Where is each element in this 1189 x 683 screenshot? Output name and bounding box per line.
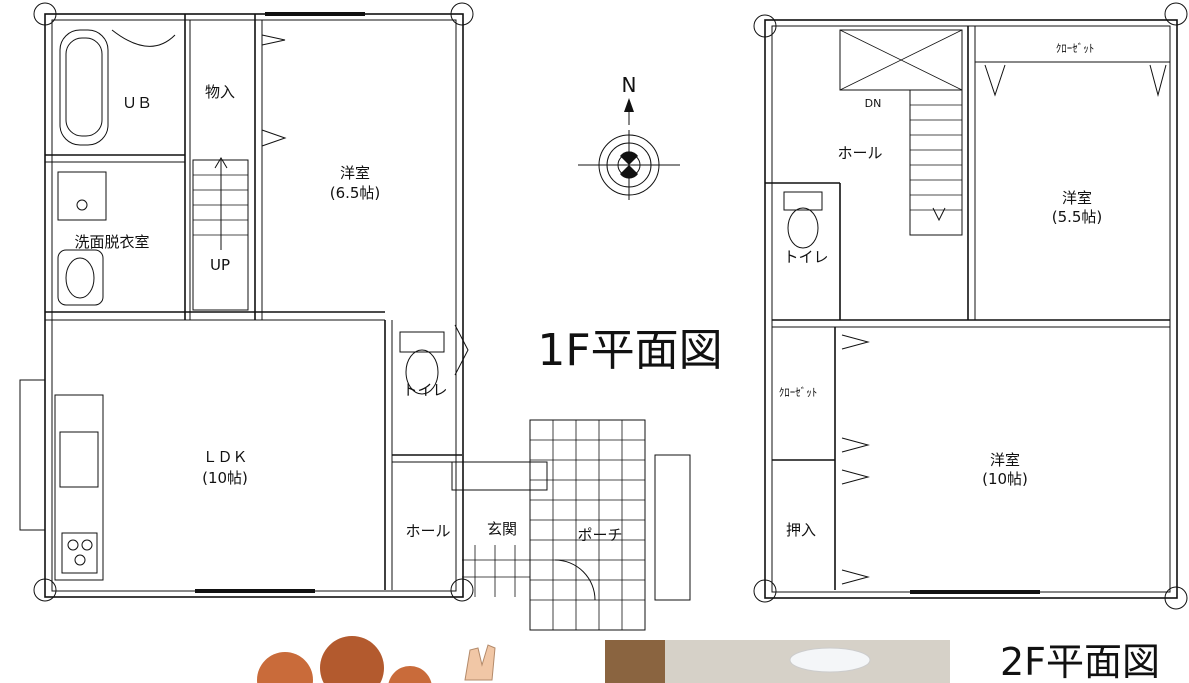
label-hall-2f: ホール [837,144,882,162]
shoe-cabinet [451,461,548,491]
column-marker [450,2,474,26]
room-photo [605,640,950,683]
title-2f: 2F平面図 [1000,640,1160,683]
staircase-1f [192,157,249,311]
plan-1f: ＵＢ 物入 洋室 (6.5帖) 洗面脱衣室 UP トイレ ＬＤＫ (10帖) ホ… [19,2,691,631]
label-toilet-2f: トイレ [783,248,828,266]
bathtub [59,29,109,146]
label-closet-mid: ｸﾛｰｾﾞｯﾄ [779,386,818,399]
label-up: UP [210,256,230,274]
entry-tiles [462,545,530,597]
stove [61,532,98,574]
label-porch: ポーチ [577,526,622,544]
washing-machine [57,171,107,221]
label-western-1f: 洋室 [340,164,370,182]
label-ldk: ＬＤＫ [202,448,247,466]
toilet-bowl [787,207,819,249]
outer-wall-1f [44,13,464,598]
column-marker [33,2,57,26]
porch-tiles [529,419,691,631]
label-ub: ＵＢ [122,94,152,112]
compass: N [578,73,680,200]
column-marker [1164,2,1188,26]
label-western-2f-a: 洋室 [1062,189,1092,207]
toilet-bowl [405,349,439,395]
label-western-2f-b-size: (10帖) [982,470,1028,488]
label-closet-top: ｸﾛｰｾﾞｯﾄ [1056,42,1095,55]
outer-wall-2f [764,19,1178,599]
plan-2f: DN ｸﾛｰｾﾞｯﾄ ホール 洋室 (5.5帖) トイレ ｸﾛｰｾﾞｯﾄ 洋室 … [753,2,1188,610]
label-toilet-1f: トイレ [402,381,447,399]
label-western-1f-size: (6.5帖) [330,184,381,202]
label-storage: 物入 [205,83,235,101]
label-western-2f-a-size: (5.5帖) [1052,208,1103,226]
column-marker [450,578,474,602]
label-entrance: 玄関 [487,520,517,538]
staircase-2f [839,29,963,236]
title-1f: 1F平面図 [537,325,722,376]
label-western-2f-b: 洋室 [990,451,1020,469]
label-washroom: 洗面脱衣室 [74,233,149,251]
family-illustration [257,636,496,683]
kitchen-counter [54,394,104,581]
column-marker [753,579,777,603]
toilet-tank [399,331,445,353]
label-ldk-size: (10帖) [202,469,248,487]
label-hall-1f: ホール [405,522,450,540]
wash-basin [57,249,104,306]
column-marker [1164,586,1188,610]
kitchen-sink [59,431,99,488]
toilet-tank [783,191,823,211]
label-dn: DN [865,97,882,110]
column-marker [33,578,57,602]
column-marker [753,14,777,38]
compass-label: N [622,73,637,97]
label-oshiire: 押入 [786,521,816,539]
